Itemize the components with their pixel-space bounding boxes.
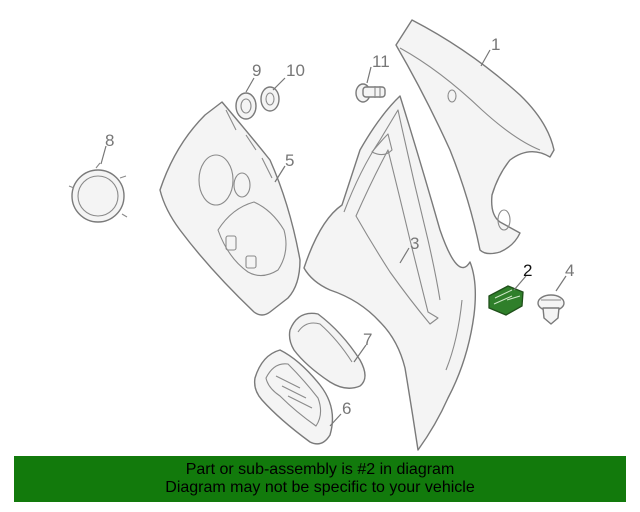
leader-5 bbox=[274, 165, 286, 183]
banner-line-part: Part or sub-assembly is #2 in diagram bbox=[185, 461, 455, 478]
leader-8 bbox=[100, 145, 107, 165]
callout-9: 9 bbox=[252, 61, 261, 80]
leader-3 bbox=[399, 247, 410, 264]
leader-4 bbox=[555, 275, 567, 292]
part-1-upper-panel[interactable] bbox=[395, 19, 555, 255]
parts-diagram: 1 2 3 4 5 6 7 8 9 10 11 bbox=[68, 19, 574, 451]
part-7-trim-cover[interactable] bbox=[288, 312, 366, 389]
part-5-side-panel[interactable] bbox=[159, 101, 301, 316]
part-2-highlighted-bracket[interactable] bbox=[488, 285, 524, 316]
leader-2 bbox=[513, 275, 527, 291]
callout-5: 5 bbox=[285, 151, 294, 170]
leader-7 bbox=[353, 344, 367, 363]
banner-line-disclaimer: Diagram may not be specific to your vehi… bbox=[165, 479, 475, 496]
leader-11 bbox=[366, 66, 372, 84]
callout-1: 1 bbox=[491, 35, 500, 54]
part-11-clip[interactable] bbox=[355, 83, 386, 103]
leader-9 bbox=[245, 77, 255, 93]
leader-lines bbox=[100, 49, 567, 427]
callout-3: 3 bbox=[410, 234, 419, 253]
callout-7: 7 bbox=[363, 330, 372, 349]
callout-4: 4 bbox=[565, 261, 574, 280]
leader-10 bbox=[272, 77, 286, 91]
part-4-push-clip[interactable] bbox=[537, 294, 565, 325]
callout-11: 11 bbox=[372, 52, 390, 71]
callout-2: 2 bbox=[523, 261, 532, 280]
callout-10: 10 bbox=[286, 61, 305, 80]
part-6-vent-grille[interactable] bbox=[253, 349, 334, 445]
leader-6 bbox=[329, 413, 342, 427]
info-banner: Part or sub-assembly is #2 in diagram Di… bbox=[14, 456, 626, 502]
part-8-speaker-ring[interactable] bbox=[68, 162, 128, 223]
part-10-grommet[interactable] bbox=[260, 86, 280, 112]
part-9-grommet[interactable] bbox=[235, 92, 257, 120]
callout-8: 8 bbox=[105, 131, 114, 150]
part-3-quarter-panel[interactable] bbox=[303, 95, 477, 451]
leader-1 bbox=[480, 49, 491, 67]
callout-6: 6 bbox=[342, 399, 351, 418]
